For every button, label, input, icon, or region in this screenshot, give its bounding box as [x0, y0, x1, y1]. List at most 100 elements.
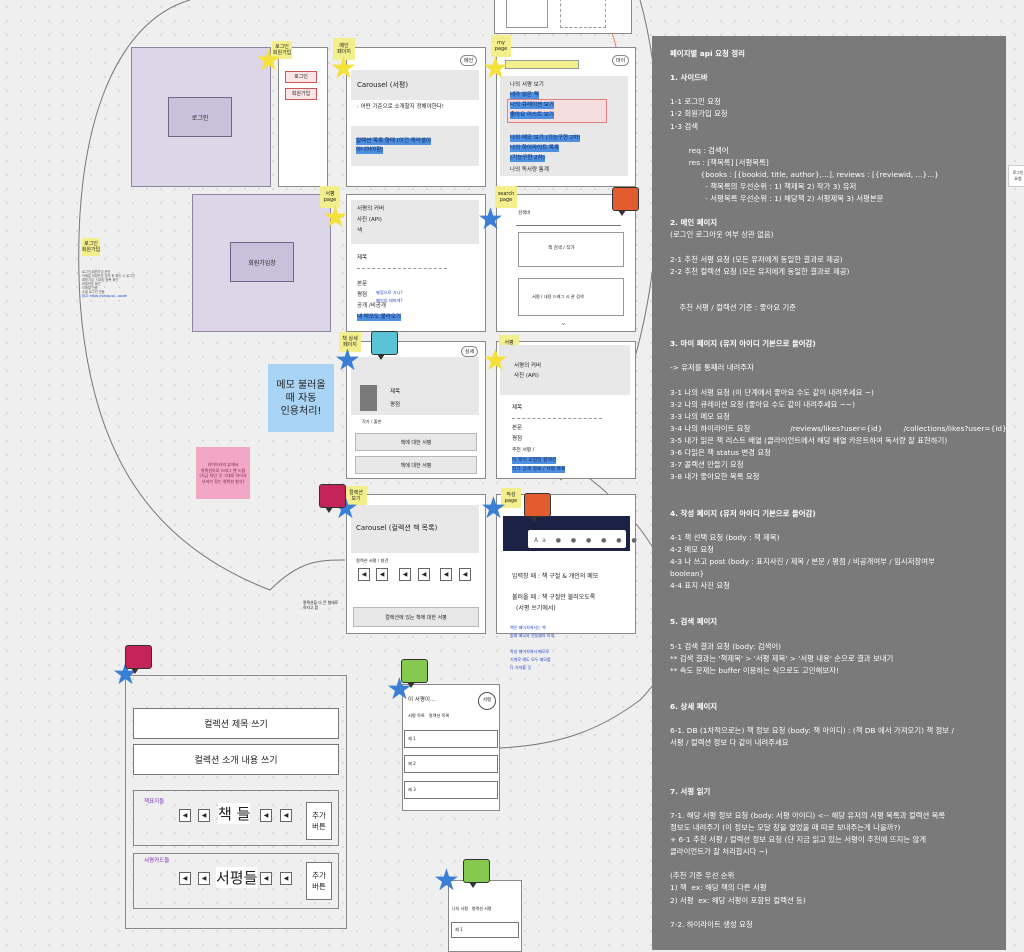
star-icon: ★: [322, 200, 349, 235]
write-page-sticky: 작성 page: [501, 488, 521, 508]
note-link[interactable]: 참고: https://velog.io/...oauth: [82, 294, 128, 298]
panel-line: 3-6 다읽은 책 status 변경 요청: [670, 448, 771, 458]
signup-center[interactable]: 회원가입창: [230, 242, 294, 282]
detail-tag: 상세: [461, 346, 479, 357]
chevron-down-icon[interactable]: ⌄: [560, 318, 567, 327]
mini-row-label: 제 2: [408, 761, 416, 766]
mini-row[interactable]: [404, 755, 498, 773]
panel-heading: 4. 작성 페이지 (유저 아이디 기본으로 들어감): [670, 508, 816, 518]
comment-icon[interactable]: [401, 659, 428, 688]
search-label: 검색바: [518, 211, 531, 216]
comment-icon[interactable]: [463, 859, 490, 888]
review-arrow[interactable]: ◀: [280, 872, 292, 885]
comment-icon[interactable]: [125, 645, 152, 674]
comment-icon[interactable]: [612, 187, 639, 216]
panel-line: 1) 책 ex: 해당 책의 다른 서평: [670, 883, 767, 893]
comment-icon[interactable]: [319, 484, 346, 513]
detail-title: 제목: [390, 389, 401, 395]
my-item[interactable]: 내가 읽은 책: [510, 92, 539, 99]
panel-heading: 1. 사이드바: [670, 73, 708, 83]
main-tag: 메인: [460, 55, 478, 66]
books-group: [133, 790, 339, 846]
read-hl-collection[interactable]: 이 책이 포함된 컬렉션: [512, 457, 557, 464]
comment-icon[interactable]: [371, 331, 398, 360]
carousel-label: Carousel (서평): [357, 81, 409, 89]
panel-line: [670, 798, 1006, 810]
carousel-arrow[interactable]: ◀: [399, 568, 411, 581]
read-hl-author[interactable]: 작가 상세 정보 / 서평 목록: [512, 466, 566, 473]
carousel-arrow[interactable]: ◀: [440, 568, 452, 581]
panel-line: [670, 326, 1006, 338]
panel-line: 1-1 로그인 요청: [670, 97, 721, 107]
mini-row[interactable]: [404, 730, 498, 748]
comment-icon[interactable]: [524, 493, 551, 522]
reviews-label: 서평카드들: [144, 858, 170, 864]
my-item[interactable]: 나의 메모 보기 (기능구현 2차): [510, 135, 581, 142]
my-item[interactable]: (기능구현 2차): [510, 155, 545, 162]
panel-line: 3-1 나의 서평 요청 (이 단계에서 좋아요 수도 같이 내려주세요 ~): [670, 387, 874, 397]
carousel-arrow[interactable]: ◀: [376, 568, 388, 581]
review-arrow[interactable]: ◀: [198, 872, 210, 885]
panel-line: [670, 84, 1006, 96]
review-memo[interactable]: 내 메모도 불러오기: [357, 314, 401, 321]
collection-line-1: 컬렉션 목록 형태 (이건 캐러셀이: [356, 138, 431, 145]
detail-review-button-2[interactable]: 책에 대한 서평: [355, 456, 477, 474]
review-note-1: 별점으로 가나?: [376, 290, 403, 295]
add-review-button[interactable]: 추가 버튼: [306, 862, 332, 900]
collection-carousel: Carousel (컬렉션 책 목록): [356, 524, 438, 532]
book-arrow[interactable]: ◀: [179, 809, 191, 822]
panel-line: 3-3 나의 메모 요청: [670, 411, 730, 421]
review-public: 공개 /비공개: [357, 303, 386, 309]
panel-line: 3-5 내가 읽은 책 리스트 배열 (클라이언트에서 해당 배열 카운트하여 …: [670, 436, 948, 445]
panel-line: 2-2 추천 컬렉션 요청 (모든 유저에게 동일한 결과로 제공): [670, 266, 850, 276]
bottom-tabs[interactable]: 나의 서평 컬렉션 서평: [452, 906, 492, 911]
review-photo: 사진 (API): [357, 217, 382, 223]
my-item[interactable]: 나의 하이라이트 목록: [510, 145, 560, 152]
my-item[interactable]: 좋아요 리스트 보기: [510, 112, 554, 119]
carousel-arrow[interactable]: ◀: [418, 568, 430, 581]
bottom-row[interactable]: [451, 922, 519, 938]
mini-tabs[interactable]: 서평 목록 컬렉션 목록: [408, 713, 450, 718]
detail-review-button-1[interactable]: 책에 대한 서평: [355, 433, 477, 451]
my-tag: 마이: [612, 55, 630, 66]
top-frame-dashed: [560, 0, 606, 28]
my-item[interactable]: 나의 서평 보기: [510, 82, 544, 88]
review-arrow[interactable]: ◀: [179, 872, 191, 885]
login-center[interactable]: 로그인: [168, 97, 232, 137]
panel-line: [670, 375, 1006, 387]
collection-bottom-button[interactable]: 컬렉션에 있는 책에 대한 서평: [353, 607, 479, 627]
collection-title-input[interactable]: 컬렉션 제목 쓰기: [133, 708, 339, 739]
my-item[interactable]: 나의 독서량 통계: [510, 167, 549, 173]
star-icon: ★: [482, 51, 509, 86]
panel-line: 3-4 나의 하이라이트 요청 /reviews/likes?user={id}…: [670, 423, 1007, 433]
mini-row[interactable]: [404, 781, 498, 799]
bottom-row-label: 제 1: [455, 927, 463, 932]
my-item[interactable]: 나의 큐레이션 보기: [510, 102, 554, 109]
carousel-arrow[interactable]: ◀: [459, 568, 471, 581]
panel-line: [670, 133, 1006, 145]
reviews-center: 서평들: [216, 867, 258, 888]
top-frame: [494, 0, 632, 34]
review-note-2: 페이지 테마색?: [376, 298, 403, 303]
panel-line: [670, 689, 1006, 701]
book-arrow[interactable]: ◀: [198, 809, 210, 822]
carousel-question: : 어떤 기준으로 소개할지 정해야한다!: [357, 104, 444, 110]
login-sticky: 로그인 회원가입: [272, 41, 292, 59]
my-search-bar[interactable]: [505, 60, 579, 69]
panel-line: boolean}: [670, 569, 705, 579]
memo-editor-toolbar: [528, 530, 626, 548]
book-arrow[interactable]: ◀: [280, 809, 292, 822]
read-cover: 서평의 커버: [514, 363, 542, 369]
panel-line: 2-1 추천 서평 요청 (모든 유저에게 동일한 결과로 제공): [670, 254, 843, 264]
login-small-button[interactable]: 로그인: [285, 71, 317, 83]
carousel-arrow[interactable]: ◀: [358, 568, 370, 581]
search-input[interactable]: [516, 220, 621, 226]
signup-small-button[interactable]: 회원가입: [285, 88, 317, 100]
collection-intro-input[interactable]: 컬렉션 소개 내용 쓰기: [133, 744, 339, 775]
book-arrow[interactable]: ◀: [260, 809, 272, 822]
mini-title: 이 서평이...: [408, 697, 436, 703]
panel-line: req : 검색어: [670, 145, 729, 155]
add-book-button[interactable]: 추가 버튼: [306, 802, 332, 840]
review-arrow[interactable]: ◀: [260, 872, 272, 885]
